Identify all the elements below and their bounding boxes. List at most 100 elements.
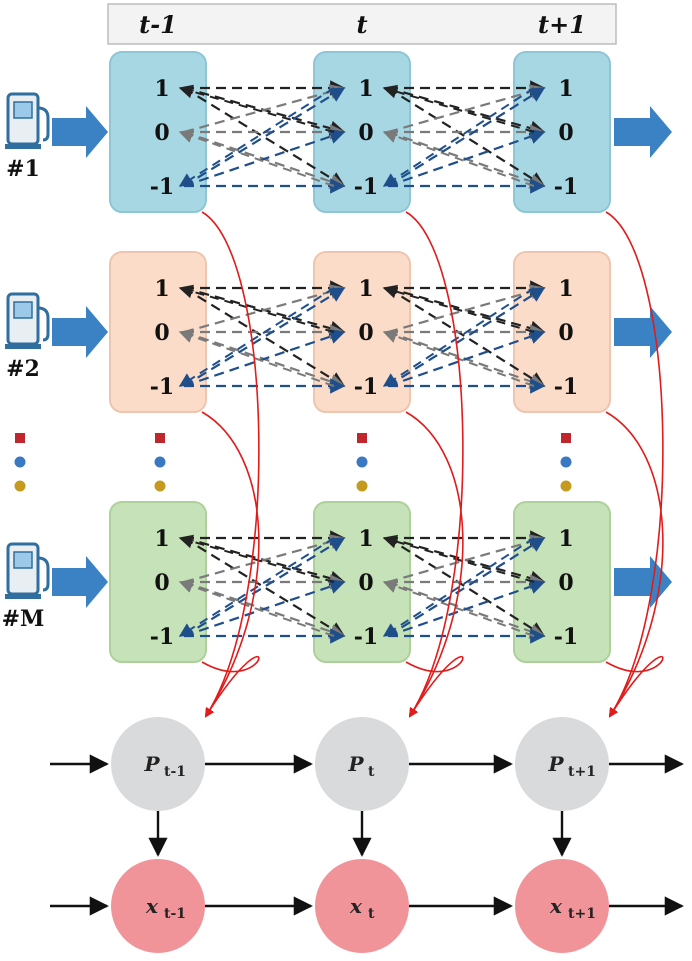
svg-text:t-1: t-1 [164, 764, 186, 780]
ellipsis-dots [356, 433, 368, 492]
state-label: 1 [358, 276, 373, 302]
observation-link [201, 211, 260, 718]
svg-text:P: P [143, 752, 160, 776]
charging-station-icon [5, 542, 50, 599]
state-label: 0 [558, 320, 573, 346]
state-label: -1 [150, 374, 174, 400]
transition-arrow [387, 537, 546, 637]
transition-arrow [178, 534, 335, 583]
state-label: -1 [354, 374, 378, 400]
state-label: 0 [558, 570, 573, 596]
state-label: 1 [154, 276, 169, 302]
transition-arrow [178, 579, 335, 637]
transition-arrow [387, 287, 546, 387]
transition-arrow [178, 284, 335, 333]
observation-link [605, 211, 664, 718]
state-label: -1 [354, 174, 378, 200]
input-arrow [52, 556, 108, 608]
output-arrow [614, 106, 672, 158]
state-label: 0 [558, 120, 573, 146]
state-label: 0 [154, 320, 169, 346]
state-label: 1 [154, 526, 169, 552]
ellipsis-dots [14, 433, 26, 492]
transition-arrow [387, 87, 546, 187]
transition-arrow [183, 129, 346, 188]
state-label: -1 [150, 174, 174, 200]
observation-link [405, 211, 464, 718]
transition-arrow [387, 329, 546, 388]
red-links-layer [201, 211, 664, 718]
svg-text:t: t [368, 906, 375, 922]
x-node: x t-1 [111, 859, 205, 953]
transition-arrow [382, 534, 535, 583]
station-row-2: #2 1 0 -1 1 0 -1 1 0 -1 [5, 251, 672, 413]
transition-arrow [387, 87, 546, 187]
station-label: #1 [6, 156, 40, 182]
time-label-t-minus-1: t-1 [139, 10, 177, 39]
svg-text:t: t [368, 764, 375, 780]
svg-text:t+1: t+1 [568, 764, 596, 780]
time-label-t-plus-1: t+1 [538, 10, 586, 39]
observation-link [605, 655, 664, 718]
transition-arrow [382, 284, 535, 333]
transition-arrow [387, 534, 546, 584]
time-header: t-1 t t+1 [107, 3, 617, 45]
transition-arrow [178, 129, 335, 187]
ellipsis-dots [560, 433, 572, 492]
state-label: 1 [558, 76, 573, 102]
transition-arrow [387, 129, 546, 188]
state-label: 1 [558, 526, 573, 552]
state-label: 1 [154, 76, 169, 102]
state-label: 0 [358, 570, 373, 596]
transition-arrow [387, 284, 546, 334]
transition-arrow [387, 84, 546, 134]
station-row-1: #110-110-110-1 [5, 51, 672, 213]
input-arrow [52, 306, 108, 358]
station-row-3: #M10-110-110-1 [2, 501, 672, 663]
transition-arrow [183, 579, 346, 638]
transition-arrow [178, 537, 335, 637]
state-label: 0 [154, 120, 169, 146]
station-label: #M [2, 606, 45, 632]
transition-arrow [387, 537, 546, 637]
charging-station-icon [5, 292, 50, 349]
time-header-box [107, 3, 617, 45]
svg-text:x: x [145, 894, 159, 918]
output-arrow [614, 306, 672, 358]
transition-arrow [183, 284, 346, 334]
state-label: 0 [154, 570, 169, 596]
transition-arrow [178, 84, 335, 133]
observation-link [405, 655, 464, 718]
observation-link [201, 411, 260, 718]
time-label-t: t [356, 10, 367, 39]
charging-station-icon [5, 92, 50, 149]
output-arrow [614, 556, 672, 608]
svg-text:t-1: t-1 [164, 906, 186, 922]
state-label: -1 [554, 374, 578, 400]
transition-arrow [183, 534, 346, 584]
transition-arrow [382, 129, 535, 187]
ellipsis-dots [154, 433, 166, 492]
stations-layer: #110-110-110-1#210-110-110-1#M10-110-110… [2, 51, 672, 663]
state-label: -1 [354, 624, 378, 650]
state-label: -1 [554, 624, 578, 650]
station-label: #2 [6, 356, 40, 382]
transition-arrow [382, 84, 535, 133]
svg-text:x: x [349, 894, 363, 918]
observation-link [201, 655, 260, 718]
state-label: 1 [558, 276, 573, 302]
input-arrow [52, 106, 108, 158]
state-label: 1 [358, 526, 373, 552]
state-label: 0 [358, 320, 373, 346]
svg-text:x: x [549, 894, 563, 918]
state-label: 0 [358, 120, 373, 146]
transition-arrow [178, 87, 335, 187]
svg-text:P: P [347, 752, 364, 776]
